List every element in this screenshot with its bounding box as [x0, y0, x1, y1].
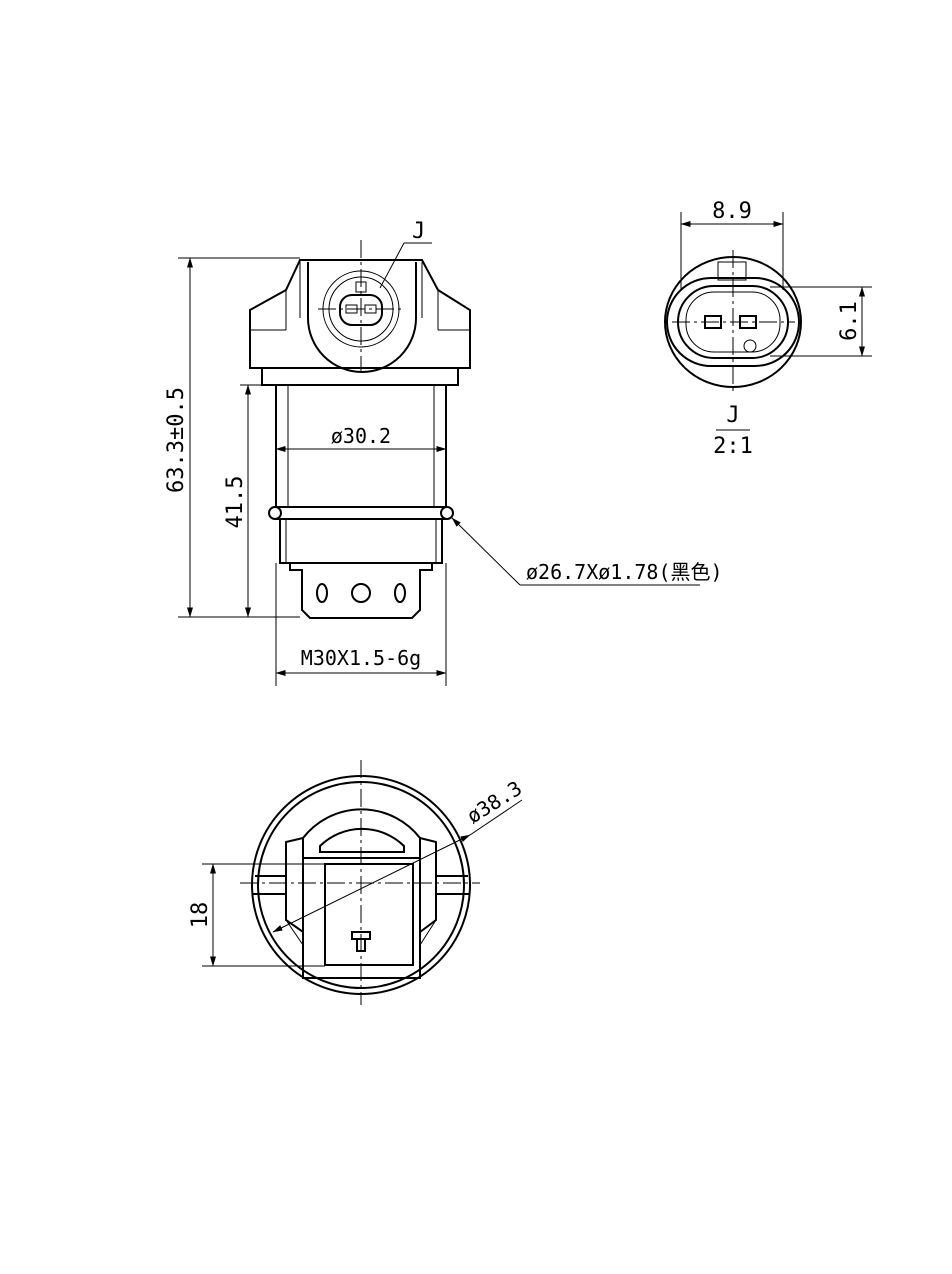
detail-view: 8.9 6.1 J 2:1	[664, 199, 872, 459]
bottom-view: ø38.3 18	[188, 760, 526, 1005]
front-view: J 63.3±0.5 41.5 ø30.2 M30X1.5-6g ø26.7Xø…	[164, 219, 723, 686]
bottom-inner-block	[324, 863, 414, 966]
bottom-corner-right	[419, 919, 437, 946]
body-diameter-label: ø30.2	[331, 424, 391, 448]
oring-callout: ø26.7Xø1.78(黑色)	[526, 560, 723, 584]
thread-label: M30X1.5-6g	[301, 646, 421, 670]
bottom-arch-window	[319, 827, 405, 853]
detail-width-label: 8.9	[712, 199, 752, 224]
port-hole-center	[351, 583, 371, 603]
oring-groove	[275, 506, 447, 520]
bottom-head-outline-right	[419, 836, 437, 934]
detail-view-scale: 2:1	[713, 434, 753, 459]
detail-latch	[743, 339, 757, 353]
oring-left	[268, 506, 282, 520]
bottom-width-label: 18	[188, 902, 213, 929]
port-hole-left	[316, 583, 328, 603]
body-height-label: 41.5	[223, 476, 248, 529]
oring-leader	[451, 517, 521, 586]
oring-right	[440, 506, 454, 520]
detail-height-label: 6.1	[837, 301, 862, 341]
detail-view-label: J	[726, 403, 739, 428]
connector-head-inner	[250, 290, 470, 331]
port-tip	[289, 563, 433, 619]
bottom-diameter-extension	[469, 799, 523, 836]
thread-section	[279, 518, 443, 564]
port-hole-right	[394, 583, 406, 603]
socket-plug	[339, 294, 383, 326]
detail-marker: J	[412, 219, 425, 244]
overall-height-label: 63.3±0.5	[164, 387, 189, 493]
bottom-diameter-label: ø38.3	[462, 776, 526, 828]
detail-leader	[379, 242, 405, 289]
bottom-head-outline	[285, 836, 304, 934]
detail-key	[717, 261, 747, 281]
bottom-arch	[302, 808, 421, 839]
bottom-corner-left	[285, 919, 304, 946]
dim-bottom-diameter	[272, 834, 471, 933]
